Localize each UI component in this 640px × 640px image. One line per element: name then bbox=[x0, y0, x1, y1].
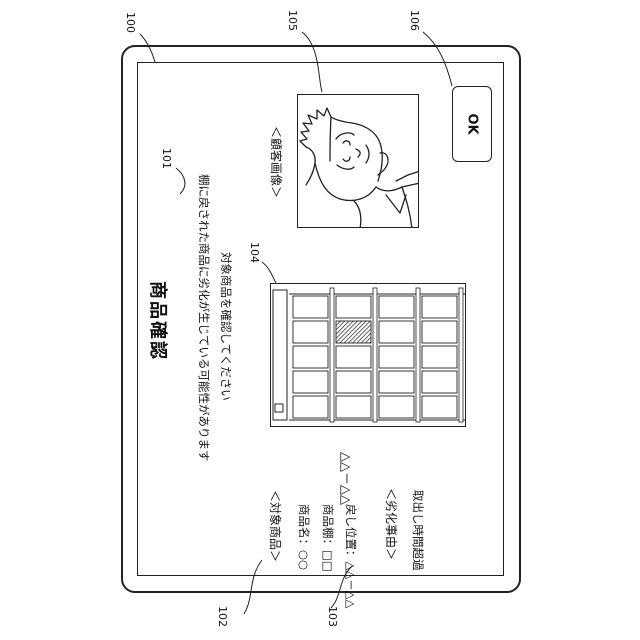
shelf-slot bbox=[336, 396, 371, 418]
shelf-grid bbox=[271, 284, 467, 428]
shelf-slot bbox=[336, 321, 371, 343]
ok-button[interactable]: OK bbox=[452, 86, 492, 162]
reason-value: 取出し時間超過 bbox=[410, 490, 426, 571]
shelf-slot bbox=[293, 346, 328, 368]
shelf-post bbox=[416, 288, 420, 422]
reference-numeral-105: 105 bbox=[286, 10, 299, 31]
item-heading: ＜対象商品＞ bbox=[267, 490, 284, 562]
shelf-slot bbox=[379, 371, 414, 393]
shelf-slot bbox=[336, 296, 371, 318]
customer-photo bbox=[297, 94, 419, 228]
customer-image-label: ＜顧客画像＞ bbox=[268, 126, 285, 198]
shelf-slot bbox=[293, 296, 328, 318]
reference-numeral-102: 102 bbox=[216, 606, 229, 627]
shelf-slot bbox=[422, 321, 457, 343]
shelf-slot bbox=[379, 321, 414, 343]
item-shelf: 商品棚：□□ bbox=[320, 504, 336, 572]
message-line-1: 棚に戻された商品に劣化が生じている可能性があります bbox=[196, 174, 212, 462]
shelf-slot bbox=[422, 296, 457, 318]
reference-numeral-104: 104 bbox=[248, 242, 261, 263]
shelf-slot bbox=[379, 396, 414, 418]
shelf-slot bbox=[336, 346, 371, 368]
shelf-slot bbox=[379, 346, 414, 368]
shelf-slot bbox=[293, 396, 328, 418]
ok-button-label: OK bbox=[465, 113, 480, 134]
message-line-2: 対象商品を確認してください bbox=[218, 252, 234, 401]
item-return-position: 戻し位置：△△－△△ bbox=[343, 504, 359, 608]
reference-numeral-103: 103 bbox=[326, 606, 339, 627]
reference-numeral-101: 101 bbox=[160, 148, 173, 169]
customer-face-illustration bbox=[298, 95, 419, 228]
page-title: 商品確認 bbox=[146, 281, 172, 361]
shelf-slot bbox=[293, 371, 328, 393]
shelf-slot bbox=[379, 296, 414, 318]
shelf-slot bbox=[422, 371, 457, 393]
reason-heading: ＜劣化事由＞ bbox=[383, 488, 400, 560]
shelf-slot bbox=[336, 371, 371, 393]
shelf-diagram bbox=[270, 283, 466, 427]
shelf-slot bbox=[293, 321, 328, 343]
shelf-post bbox=[330, 288, 334, 422]
shelf-slot bbox=[422, 396, 457, 418]
shelf-slot bbox=[422, 346, 457, 368]
shelf-post bbox=[459, 288, 463, 422]
reference-numeral-100: 100 bbox=[124, 12, 137, 33]
reference-numeral-106: 106 bbox=[408, 10, 421, 31]
position-range-label: △△－△△ bbox=[338, 452, 357, 505]
item-name: 商品名：○○ bbox=[296, 504, 312, 570]
shelf-post bbox=[373, 288, 377, 422]
